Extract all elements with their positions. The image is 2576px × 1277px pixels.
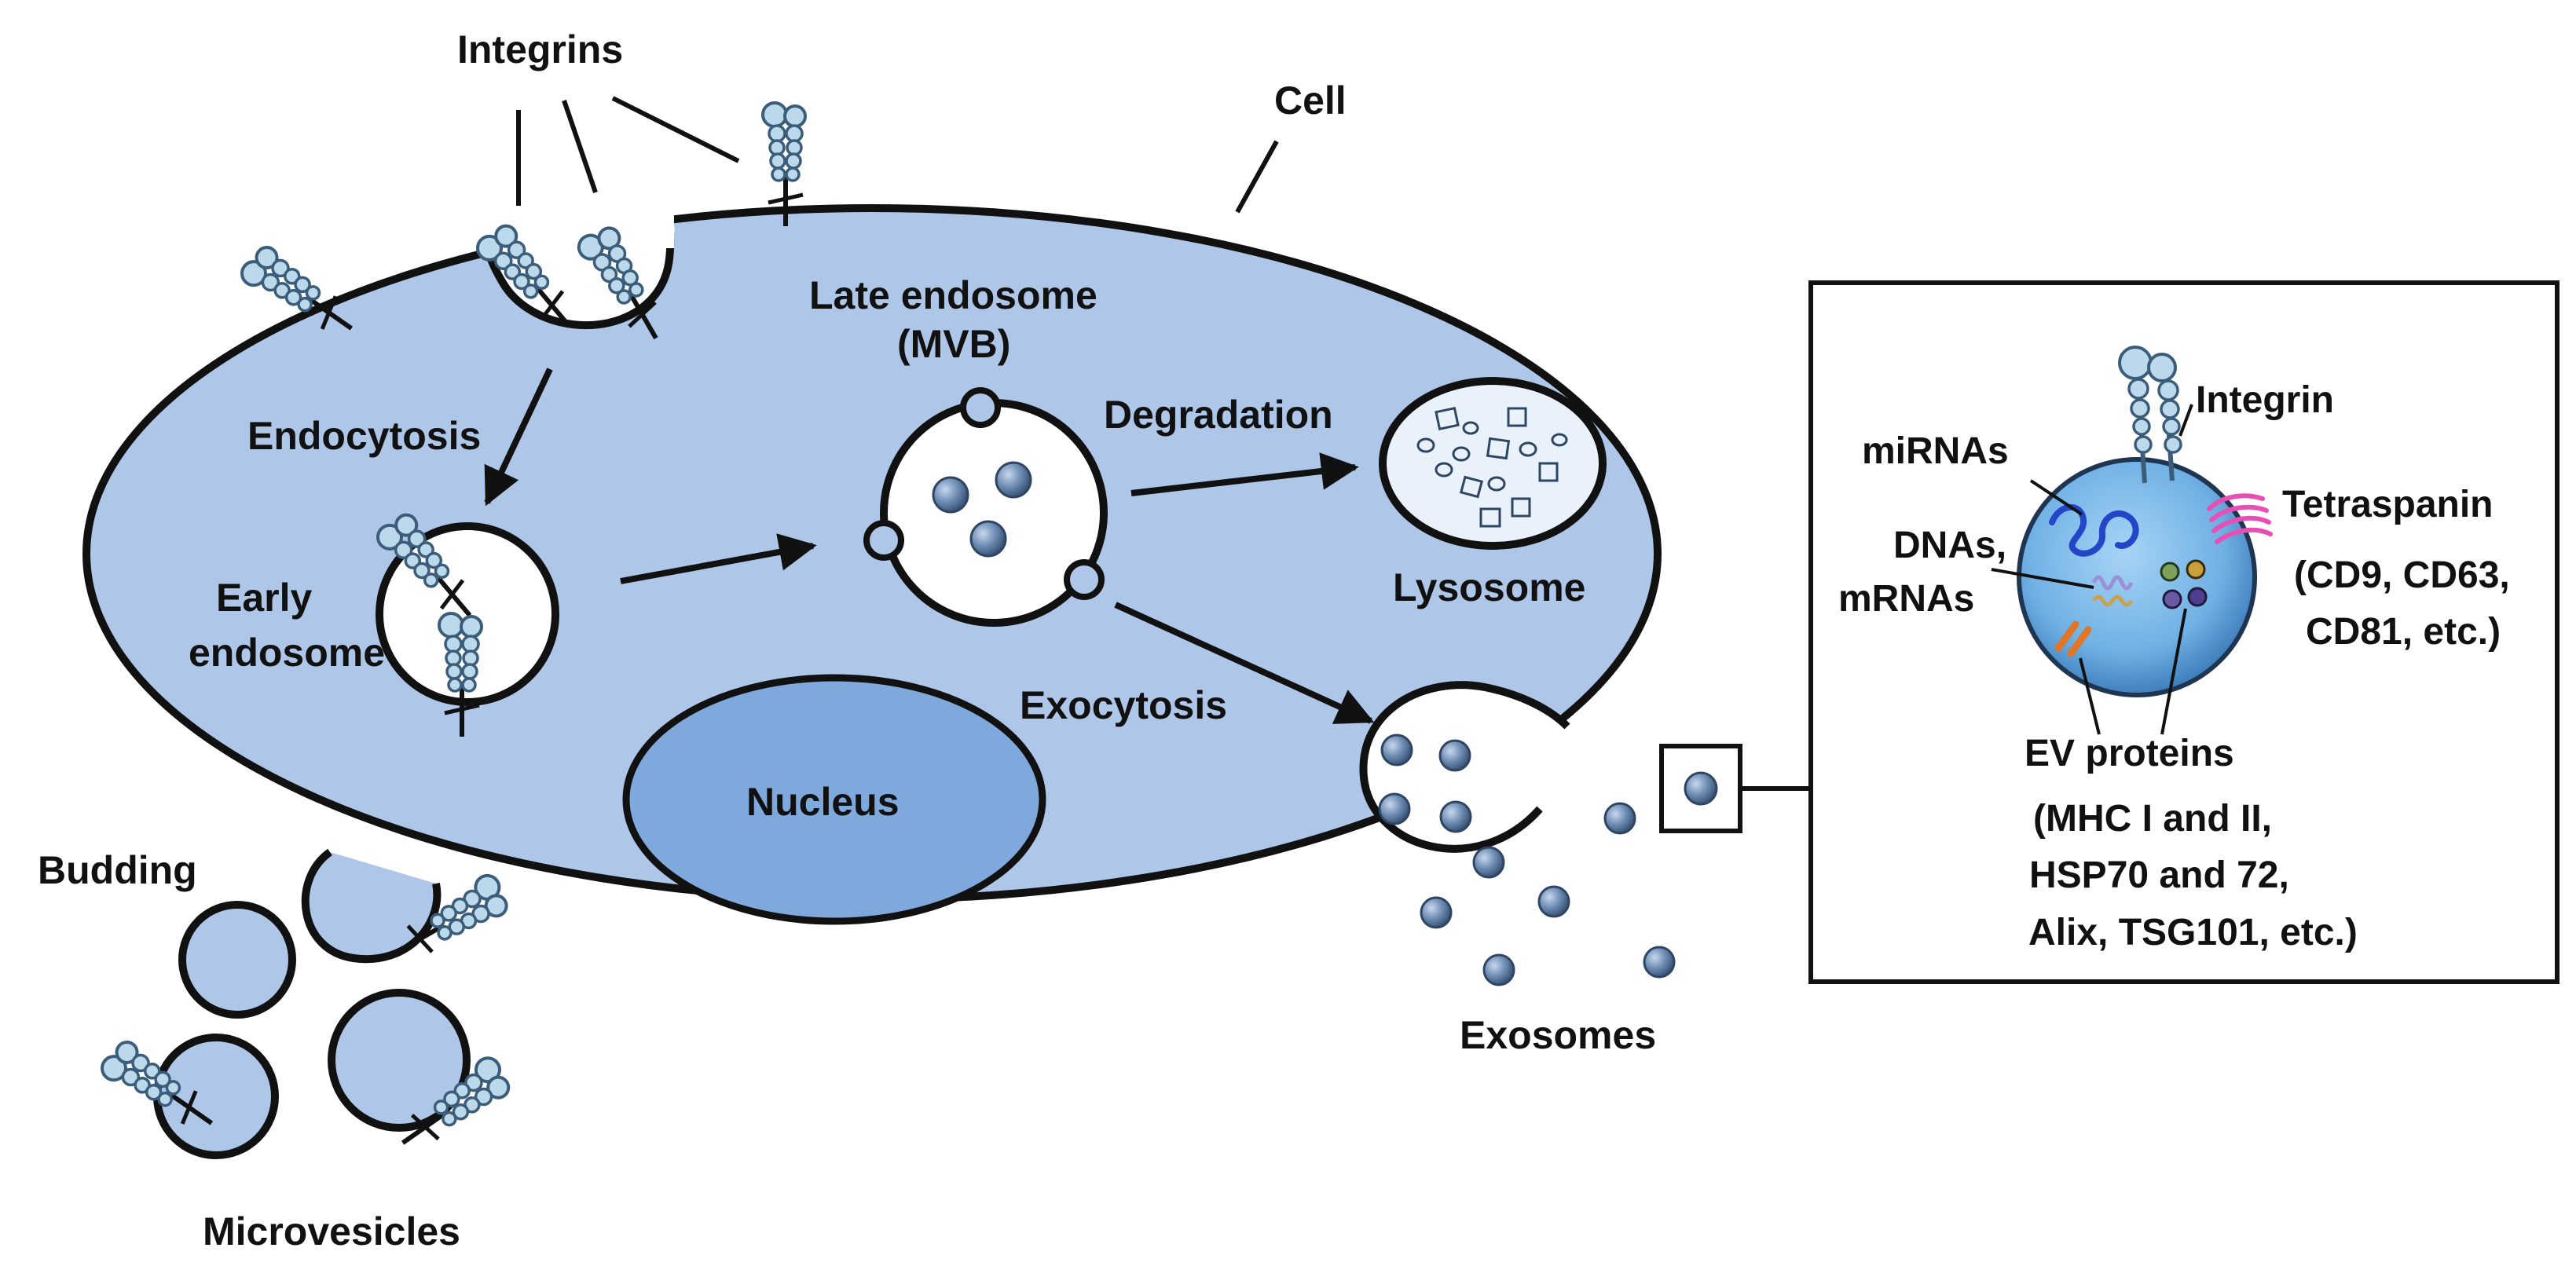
inset-ev-proteins-label: EV proteins	[2025, 733, 2234, 774]
dnas-leader-line	[1991, 568, 2094, 589]
inset-dnas-label: DNAs,	[1893, 525, 2006, 566]
endocytosis-arrow	[484, 368, 553, 507]
ev-protein-leader-line	[2079, 657, 2101, 735]
lysosome-debris	[1416, 406, 1568, 528]
early-endosome-label-2: endosome	[189, 631, 385, 675]
inset-tetraspanin-examples-1: (CD9, CD63,	[2294, 554, 2510, 596]
microvesicle	[328, 989, 471, 1132]
degradation-label: Degradation	[1104, 393, 1333, 437]
nucleus-label: Nucleus	[746, 780, 900, 824]
dna-icon	[2091, 575, 2134, 591]
cell-label: Cell	[1274, 79, 1347, 123]
ev-protein-icon	[2054, 620, 2092, 657]
released-exosomes	[1420, 802, 1676, 986]
maturation-arrow	[620, 533, 817, 584]
lysosome-label: Lysosome	[1393, 565, 1585, 609]
mrna-icon	[2091, 595, 2134, 607]
intraluminal-vesicle	[969, 520, 1007, 558]
integrins-leader-line	[611, 96, 740, 163]
exocytosis-label: Exocytosis	[1020, 683, 1227, 727]
integrins-leader-line	[562, 100, 598, 193]
late-endosome-label: Late endosome	[809, 273, 1097, 317]
protein-cargo	[2160, 559, 2208, 609]
intraluminal-vesicle	[932, 476, 969, 514]
late-endosome-label-mvb: (MVB)	[897, 322, 1010, 366]
inset-ev-examples-1: (MHC I and II,	[2033, 798, 2272, 840]
microvesicle	[178, 901, 296, 1019]
integrin-leader-line	[2178, 404, 2193, 437]
ev-protein-leader-line-2	[2160, 608, 2187, 735]
zoomed-exosome	[1684, 771, 1718, 806]
tetraspanin-icon	[2207, 493, 2273, 544]
inset-tetraspanin-label: Tetraspanin	[2282, 484, 2494, 525]
degradation-arrow	[1130, 452, 1359, 496]
endocytosis-label: Endocytosis	[247, 414, 481, 458]
inset-integrin-icon	[2118, 346, 2182, 484]
microvesicles-label: Microvesicles	[203, 1209, 460, 1253]
inset-mirnas-label: miRNAs	[1862, 430, 2009, 472]
inset-mrnas-label: mRNAs	[1838, 578, 1974, 620]
nucleus	[622, 674, 1046, 925]
inset-integrin-label: Integrin	[2196, 379, 2334, 421]
exosomes-label: Exosomes	[1460, 1013, 1656, 1057]
inset-tetraspanin-examples-2: CD81, etc.)	[2306, 611, 2501, 653]
inset-ev-examples-2: HSP70 and 72,	[2029, 854, 2289, 896]
budding-label: Budding	[38, 848, 197, 892]
inset-ev-examples-3: Alix, TSG101, etc.)	[2028, 912, 2358, 953]
exocytosis-arrow	[1114, 602, 1375, 724]
exosome-detail	[2017, 457, 2257, 697]
mirna-icon	[2049, 503, 2139, 557]
intraluminal-vesicle	[995, 461, 1032, 499]
cell-leader-line	[1235, 140, 1279, 214]
integrins-label: Integrins	[457, 27, 623, 71]
exosomes-releasing	[1378, 734, 1472, 833]
mirnas-leader-line	[2029, 479, 2083, 516]
early-endosome-label: Early	[216, 576, 313, 620]
lysosome	[1379, 377, 1607, 550]
